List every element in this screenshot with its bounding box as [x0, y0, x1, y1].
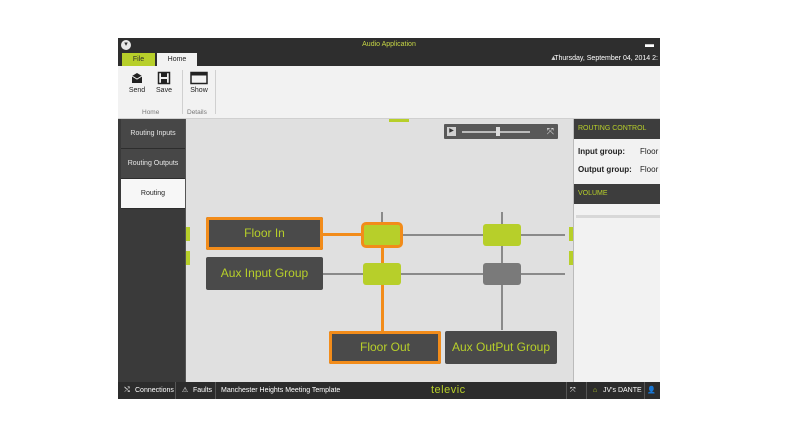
tab-home[interactable]: Home	[157, 53, 197, 66]
media-player: ▶ ⤧	[444, 124, 558, 139]
show-button[interactable]: Show	[186, 71, 212, 94]
title-bar: ▾ Audio Application ▬	[118, 38, 660, 53]
faults-icon: ⚠	[181, 387, 189, 394]
ribbon: Send Save Home Show Details	[118, 66, 660, 119]
app-icon[interactable]: ▾	[121, 40, 131, 50]
show-icon	[190, 71, 208, 85]
show-label: Show	[190, 87, 208, 94]
grid-line	[323, 273, 565, 275]
status-separator	[586, 382, 587, 399]
collapse-icon[interactable]: ▲	[550, 55, 557, 62]
network-button[interactable]: ⌂ JV's DANTE	[590, 382, 642, 399]
datetime: Thursday, September 04, 2014 2:	[554, 55, 658, 62]
ribbon-separator	[182, 70, 183, 114]
play-icon[interactable]: ▶	[447, 127, 456, 136]
status-separator	[215, 382, 216, 399]
ribbon-group-home: Home	[142, 109, 160, 116]
status-separator	[566, 382, 567, 399]
route-path	[381, 245, 384, 331]
right-handle[interactable]	[569, 227, 573, 241]
status-separator	[644, 382, 645, 399]
tab-file[interactable]: File	[122, 53, 155, 66]
left-navigation: Routing Inputs Routing Outputs Routing	[118, 119, 185, 382]
output-group-floor-out[interactable]: Floor Out	[329, 331, 441, 364]
fullscreen-icon[interactable]: ⤧	[546, 126, 554, 136]
ribbon-separator	[215, 70, 216, 114]
crosspoint-node-aux-in-floor-out[interactable]	[363, 263, 401, 285]
left-handle[interactable]	[186, 227, 190, 241]
collapse-expand-icon[interactable]: ⤧	[570, 387, 576, 394]
user-icon[interactable]: 👤	[647, 387, 656, 394]
crosspoint-node-floor-in-floor-out[interactable]	[361, 222, 403, 248]
send-button[interactable]: Send	[124, 71, 150, 94]
input-group-label-text: Input group:	[578, 147, 626, 156]
output-group-label: Output group:	[578, 165, 632, 174]
faults-label: Faults	[193, 387, 213, 394]
scroll-indicator[interactable]	[389, 119, 409, 122]
right-handle[interactable]	[569, 251, 573, 265]
nav-item-routing-outputs[interactable]: Routing Outputs	[121, 149, 185, 179]
grid-line	[323, 234, 565, 236]
save-icon	[157, 71, 171, 85]
nav-item-routing[interactable]: Routing	[121, 179, 185, 209]
save-label: Save	[156, 87, 172, 94]
minimize-icon[interactable]: ▬	[645, 39, 654, 49]
volume-header: VOLUME	[574, 184, 660, 204]
application-window: ▾ Audio Application ▬ File Home ▲ Thursd…	[118, 38, 660, 399]
nav-item-routing-inputs[interactable]: Routing Inputs	[121, 119, 185, 149]
crosspoint-node-aux-in-aux-out[interactable]	[483, 263, 521, 285]
player-knob[interactable]	[496, 127, 500, 136]
ribbon-group-details: Details	[187, 109, 207, 116]
input-group-floor-in[interactable]: Floor In	[206, 217, 323, 250]
output-group-aux[interactable]: Aux OutPut Group	[445, 331, 557, 364]
send-icon	[131, 73, 143, 83]
routing-canvas: ▶ ⤧ Floor In Aux Input Group Floor Out A…	[185, 119, 573, 382]
route-path	[322, 233, 367, 236]
volume-slider[interactable]	[576, 215, 660, 218]
ribbon-tabs: File Home ▲ Thursday, September 04, 2014…	[118, 53, 660, 66]
output-group-label-text: Output group:	[578, 165, 632, 174]
televic-logo: televic	[431, 384, 466, 396]
output-group-value: Floor	[640, 165, 659, 174]
template-name: Manchester Heights Meeting Template	[221, 387, 341, 394]
connections-icon: ⤭	[124, 387, 130, 394]
routing-control-header: ROUTING CONTROL	[574, 119, 660, 139]
crosspoint-node-floor-in-aux-out[interactable]	[483, 224, 521, 246]
connections-label: Connections	[135, 387, 174, 394]
faults-button[interactable]: ⚠ Faults	[180, 382, 212, 399]
routing-control-panel: ROUTING CONTROL Input group: Floor Outpu…	[573, 119, 660, 382]
network-label: JV's DANTE	[603, 387, 642, 394]
input-group-aux[interactable]: Aux Input Group	[206, 257, 323, 290]
status-bar: ⤭ Connections ⚠ Faults Manchester Heights …	[118, 382, 660, 399]
save-button[interactable]: Save	[151, 71, 177, 94]
input-group-label: Input group:	[578, 147, 625, 156]
home-icon: ⌂	[592, 387, 598, 394]
input-group-value: Floor	[640, 147, 659, 156]
app-title: Audio Application	[362, 41, 416, 48]
send-label: Send	[128, 87, 146, 94]
connections-button[interactable]: ⤭ Connections	[122, 382, 174, 399]
status-separator	[175, 382, 176, 399]
left-handle[interactable]	[186, 251, 190, 265]
